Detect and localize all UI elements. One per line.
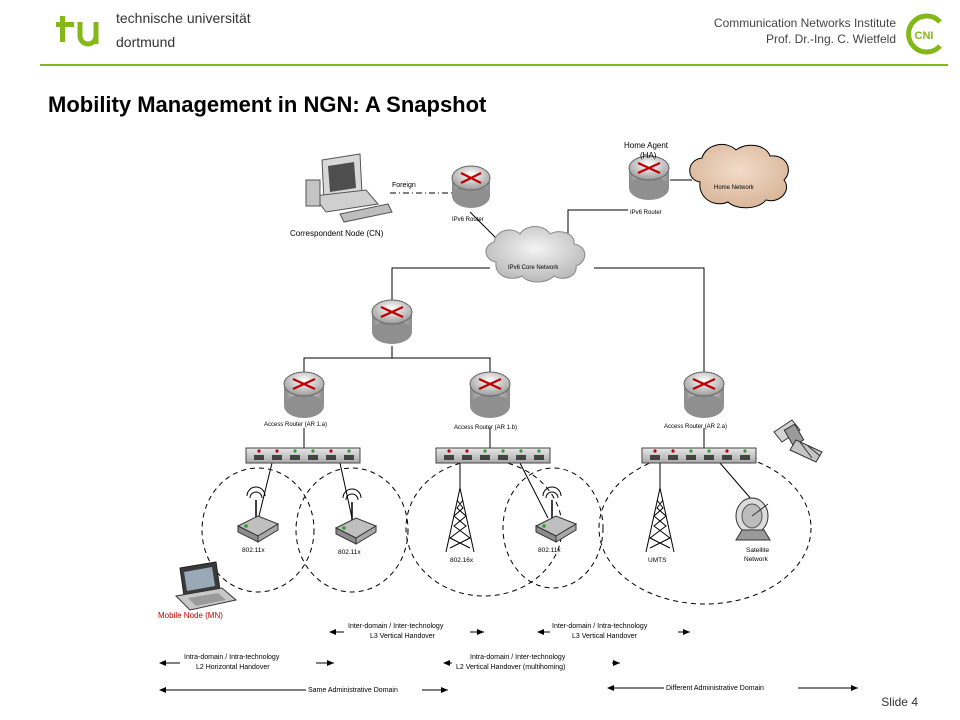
core-ha-link <box>567 209 628 245</box>
coverage-ap3 <box>502 467 604 589</box>
access-router-1a-label: Access Router (AR 1.a) <box>264 422 327 428</box>
intra-intra-l2-label-line2: L2 Horizontal Handover <box>196 664 270 671</box>
institute-name: Communication Networks Institute <box>713 16 896 30</box>
different-domain-label: Different Administrative Domain <box>666 685 764 692</box>
switch-icon <box>435 447 551 464</box>
intra-inter-l2-label-line2: L2 Vertical Handover (multihoming) <box>456 664 565 671</box>
cloud-icon <box>485 226 586 283</box>
core-agg-link <box>391 267 490 305</box>
satellite-icon <box>773 419 823 463</box>
wireless-ap-icon <box>534 486 578 543</box>
home-network-cloud-icon <box>689 143 789 209</box>
router-icon <box>469 371 511 418</box>
university-name-line2: dortmund <box>116 34 176 50</box>
wimax-label: 802.16x <box>450 557 474 564</box>
university-name-line1: technische universität <box>116 10 251 26</box>
access-router-2a-label: Access Router (AR 2.a) <box>664 424 727 430</box>
router-icon <box>283 371 325 418</box>
computer-icon <box>305 153 393 223</box>
wireless-ap-icon <box>236 486 280 543</box>
coverage-circles <box>201 451 812 605</box>
core-ar2-link <box>594 267 705 372</box>
switch-icon <box>245 447 361 464</box>
switch3-sat-link <box>719 462 753 501</box>
mobile-node-label: Mobile Node (MN) <box>158 611 223 620</box>
correspondent-node-label: Correspondent Node (CN) <box>290 229 384 238</box>
switch2-ap3-link <box>519 462 549 519</box>
ap3-label: 802.11x <box>538 547 561 554</box>
connection-lines <box>257 179 753 521</box>
router-icon <box>371 299 413 344</box>
router-icon <box>628 155 670 200</box>
coverage-ap1 <box>201 467 315 593</box>
core-network-label: IPv6 Core Network <box>508 265 559 271</box>
professor-name: Prof. Dr.-Ing. C. Wietfeld <box>765 32 896 46</box>
coverage-umts-satellite <box>598 451 812 605</box>
switch1-ap1-link <box>257 462 273 521</box>
header-divider <box>40 64 948 66</box>
satellite-network-label-line2: Network <box>744 556 769 563</box>
home-agent-sub-label: (HA) <box>640 151 657 160</box>
laptop-icon <box>174 561 238 611</box>
coverage-ap2 <box>295 467 409 593</box>
cni-logo: CNI <box>906 13 942 55</box>
router-core-link <box>469 211 501 243</box>
inter-inter-l3-label-line1: Inter-domain / Inter-technology <box>348 623 444 630</box>
cell-tower-icon <box>445 487 475 553</box>
agg-ar1a-link <box>303 346 393 372</box>
agg-ar1b-link <box>392 357 491 372</box>
umts-label: UMTS <box>648 557 667 564</box>
inter-intra-l3-label-line1: Inter-domain / Intra-technology <box>552 623 648 630</box>
home-agent-label: Home Agent <box>624 141 669 150</box>
switch-icon <box>641 447 757 464</box>
slide-title: Mobility Management in NGN: A Snapshot <box>48 92 487 117</box>
switch1-ap2-link <box>339 462 353 519</box>
slide-number: Slide 4 <box>881 695 918 709</box>
inter-inter-l3-label-line2: L3 Vertical Handover <box>370 633 436 640</box>
ap1-label: 802.11x <box>242 547 265 554</box>
intra-inter-l2-label-line1: Intra-domain / Inter-technology <box>470 654 566 661</box>
access-router-1b-label: Access Router (AR 1.b) <box>454 425 517 431</box>
same-domain-label: Same Administrative Domain <box>308 687 398 694</box>
ap2-label: 802.11x <box>338 549 361 556</box>
satellite-network-label-line1: Satellite <box>746 547 770 554</box>
wireless-ap-icon <box>334 488 378 545</box>
ipv6-router-top-label: IPv6 Router <box>452 217 484 223</box>
router-icon <box>683 371 725 418</box>
home-network-label: Home Network <box>714 185 755 191</box>
foreign-link-label: Foreign <box>392 182 416 189</box>
cni-logo-text: CNI <box>915 30 934 42</box>
router-icon <box>451 165 491 208</box>
tu-logo <box>56 16 99 47</box>
ipv6-router-ha-label: IPv6 Router <box>630 210 662 216</box>
inter-intra-l3-label-line2: L3 Vertical Handover <box>572 633 638 640</box>
intra-intra-l2-label-line1: Intra-domain / Intra-technology <box>184 654 280 661</box>
cell-tower-icon <box>645 487 675 553</box>
satellite-dish-icon <box>735 497 771 541</box>
